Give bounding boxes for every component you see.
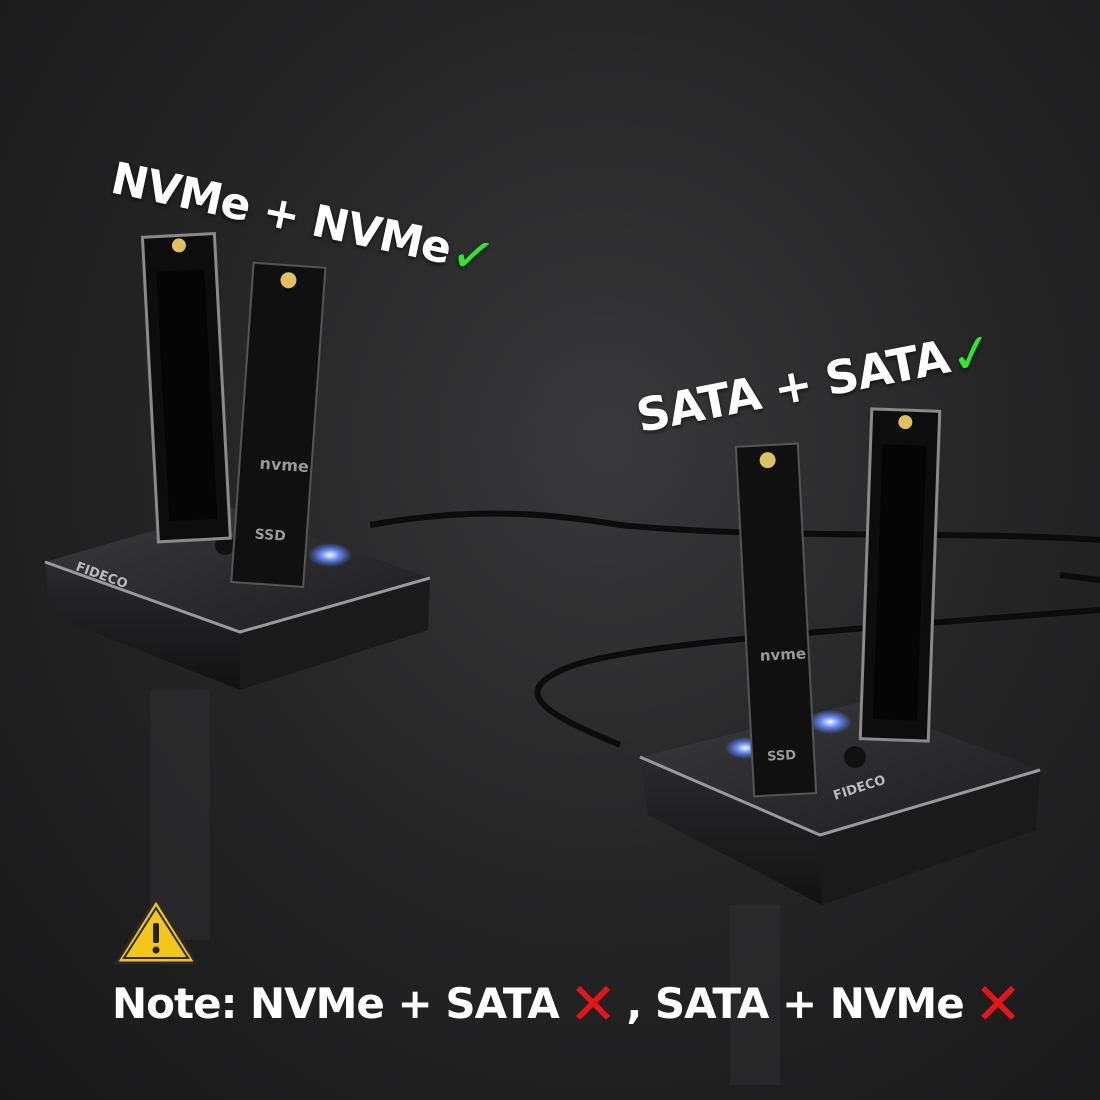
cross-icon: ✕ [568, 970, 618, 1038]
cross-icon: ✕ [973, 970, 1023, 1038]
svg-text:nvme: nvme [759, 644, 806, 664]
svg-text:SSD: SSD [254, 527, 286, 545]
note-text-2: , SATA + NVMe [626, 979, 964, 1028]
note-text-1: Note: NVMe + SATA [112, 979, 560, 1028]
svg-text:nvme: nvme [259, 454, 310, 476]
left-dock: FIDECO nvme SSD [44, 231, 431, 690]
reflection [150, 690, 210, 940]
right-dock: FIDECO nvme SSD [639, 407, 1041, 905]
warning-icon [114, 897, 198, 965]
svg-text:SSD: SSD [767, 748, 797, 765]
compatibility-note: Note: NVMe + SATA✕, SATA + NVMe✕ [112, 970, 1031, 1038]
usb-cable [369, 510, 1100, 748]
